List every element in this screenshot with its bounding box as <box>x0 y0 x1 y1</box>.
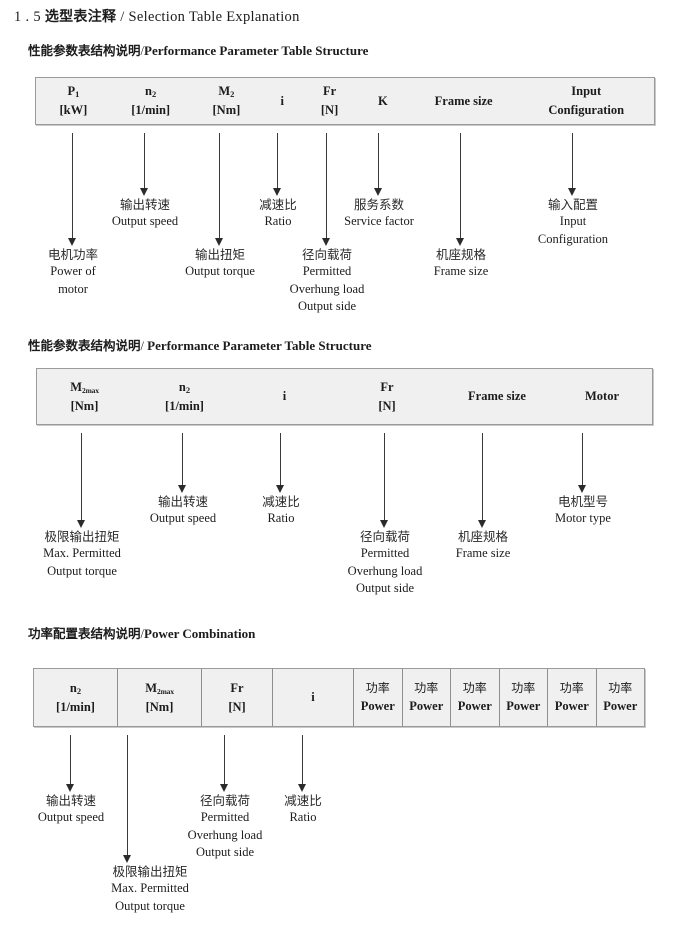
arrow-overhung-load <box>322 133 331 246</box>
table-header-cell-m2: M2 [Nm] <box>212 84 241 117</box>
note2-overhung-load: 径向载荷 Permitted Overhung load Output side <box>347 529 423 595</box>
section-heading-1-cn: 性能参数表结构说明 <box>28 43 141 58</box>
arrow-output-torque <box>215 133 224 246</box>
table-header-cell-input-configuration: Input Configuration <box>548 84 625 117</box>
table2-header-cell-motor: Motor <box>584 389 619 404</box>
arrow-frame-size <box>456 133 465 246</box>
table3-header-cell-power-3: 功率 Power <box>450 669 499 726</box>
arrow-output-speed <box>140 133 149 196</box>
section-heading-3: 功率配置表结构说明/Power Combination <box>28 623 255 642</box>
section-number: 1 . 5 <box>14 9 41 25</box>
arrow-power-of-motor <box>68 133 77 246</box>
table3-header-cell-power-2: 功率 Power <box>401 669 451 726</box>
note3-overhung-load: 径向载荷 Permitted Overhung load Output side <box>187 793 263 859</box>
page-title-sep: / <box>120 9 125 25</box>
note-motor-type: 电机型号 Motor type <box>555 494 611 526</box>
table-header-cell-i: i <box>280 93 284 108</box>
arrow2-frame-size <box>478 433 487 528</box>
note-ratio: 减速比 Ratio <box>259 197 297 229</box>
note-output-torque: 输出扭矩 Output torque <box>185 247 255 279</box>
table-header-cell-fr: Fr [N] <box>320 84 339 117</box>
note-output-speed: 输出转速 Output speed <box>111 197 179 229</box>
table3-header-cell-fr: Fr [N] <box>201 669 272 726</box>
note-input-configuration: 输入配置 Input Configuration <box>537 197 609 246</box>
section-heading-2: 性能参数表结构说明/ Performance Parameter Table S… <box>28 335 372 354</box>
power-combination-table: n2 [1/min] M2max [Nm] Fr [N] i 功率 Power … <box>33 668 645 727</box>
note-service-factor: 服务系数 Service factor <box>344 197 414 229</box>
section-heading-1-en: Performance Parameter Table Structure <box>144 43 369 58</box>
note-power-of-motor: 电机功率 Power of motor <box>47 247 99 296</box>
table-header-cell-p1: P1 [kW] <box>59 84 88 117</box>
performance-parameter-table-2: M2max [Nm] n2 [1/min] i Fr [N] Frame siz… <box>36 368 653 425</box>
section-heading-1-sep: / <box>140 44 144 58</box>
arrow3-output-speed <box>66 735 75 792</box>
page-title-cn: 选型表注释 <box>44 9 117 25</box>
table-header-cell-k: K <box>378 93 388 108</box>
table3-header-cell-power-1: 功率 Power <box>353 669 402 726</box>
note-frame-size: 机座规格 Frame size <box>433 247 489 279</box>
section-heading-2-en: Performance Parameter Table Structure <box>147 338 372 353</box>
section-heading-2-sep: / <box>140 339 144 353</box>
arrow3-overhung-load <box>220 735 229 792</box>
section-heading-3-sep: / <box>140 627 144 641</box>
table3-header-cell-n2: n2 [1/min] <box>56 680 95 714</box>
arrow2-output-speed <box>178 433 187 493</box>
arrow-motor-type <box>578 433 587 493</box>
arrow-input-configuration <box>568 133 577 196</box>
note2-ratio: 减速比 Ratio <box>262 494 300 526</box>
section-heading-3-cn: 功率配置表结构说明 <box>28 626 141 641</box>
arrow3-ratio <box>298 735 307 792</box>
table-header-cell-frame-size: Frame size <box>434 93 493 108</box>
note-max-permitted-output-torque: 极限输出扭矩 Max. Permitted Output torque <box>43 529 121 578</box>
arrow2-ratio <box>276 433 285 493</box>
arrow-service-factor <box>374 133 383 196</box>
performance-parameter-table-1: P1 [kW] n2 [1/min] M2 [Nm] i Fr [N] K Fr… <box>35 77 655 125</box>
note3-ratio: 减速比 Ratio <box>284 793 322 825</box>
table3-header-cell-power-4: 功率 Power <box>498 669 548 726</box>
table2-header-cell-n2: n2 [1/min] <box>165 379 204 413</box>
page-title-en: Selection Table Explanation <box>128 9 300 25</box>
table2-header-cell-m2max: M2max [Nm] <box>70 379 99 413</box>
table3-header-cell-power-6: 功率 Power <box>595 669 645 726</box>
table-header-cell-n2: n2 [1/min] <box>131 84 171 117</box>
table3-header-cell-i: i <box>272 669 353 726</box>
table3-header-cell-power-5: 功率 Power <box>547 669 596 726</box>
arrow-ratio <box>273 133 282 196</box>
section-heading-1: 性能参数表结构说明/Performance Parameter Table St… <box>28 40 368 59</box>
arrow2-overhung-load <box>380 433 389 528</box>
arrow3-max-permitted-output-torque <box>123 735 132 863</box>
page-title: 1 . 5 选型表注释 / Selection Table Explanatio… <box>14 6 300 26</box>
note2-frame-size: 机座规格 Frame size <box>455 529 511 561</box>
table3-header-cell-m2max: M2max [Nm] <box>117 669 201 726</box>
section-heading-3-en: Power Combination <box>144 626 256 641</box>
table2-header-cell-fr: Fr [N] <box>378 379 396 413</box>
arrow-max-permitted-output-torque <box>77 433 86 528</box>
table2-header-cell-i: i <box>282 389 287 404</box>
note3-max-permitted-output-torque: 极限输出扭矩 Max. Permitted Output torque <box>111 864 189 913</box>
section-heading-2-cn: 性能参数表结构说明 <box>28 338 141 353</box>
note3-output-speed: 输出转速 Output speed <box>37 793 105 825</box>
note-overhung-load: 径向载荷 Permitted Overhung load Output side <box>289 247 365 313</box>
note2-output-speed: 输出转速 Output speed <box>149 494 217 526</box>
table2-header-cell-frame-size: Frame size <box>468 389 526 404</box>
